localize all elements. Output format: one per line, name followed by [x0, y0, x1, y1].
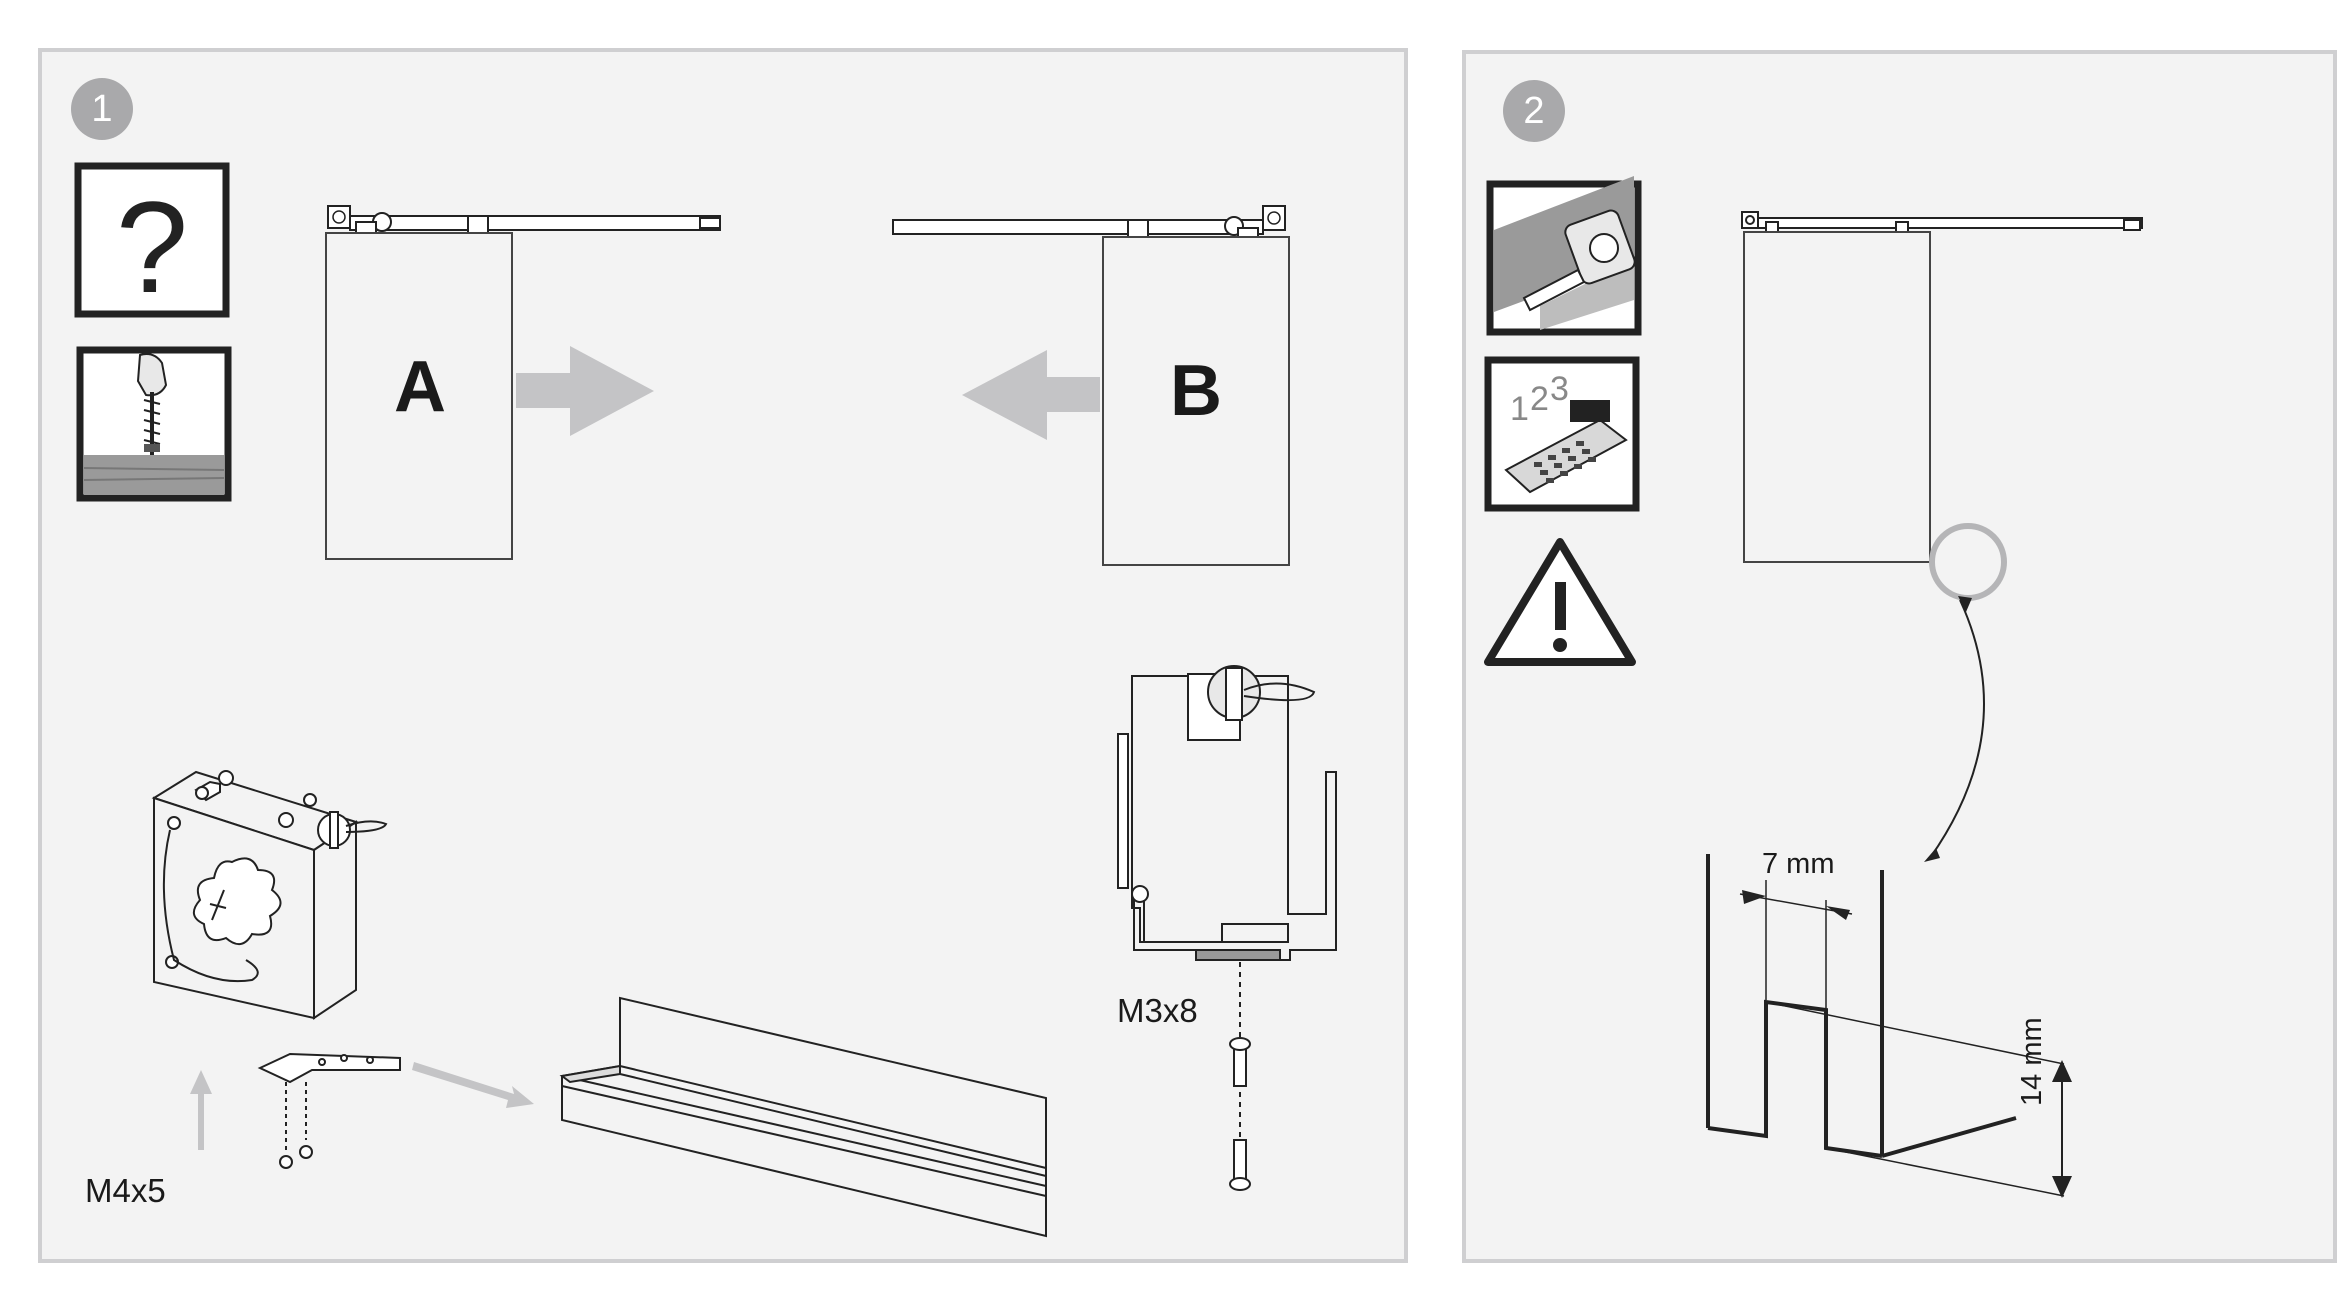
question-icon: ? [74, 162, 230, 320]
arrow-up-icon [190, 1070, 212, 1150]
track-rail-drawing [559, 996, 1047, 1238]
arrow-diagonal-icon [412, 1062, 534, 1108]
door-a-drawing [325, 205, 721, 560]
svg-text:1: 1 [1510, 390, 1529, 428]
door-b-drawing [892, 205, 1290, 566]
height-dimension-label: 14 mm [2016, 1017, 2048, 1106]
carriage-side-section [1117, 665, 1337, 1191]
floor-guide-detail [1706, 854, 2072, 1198]
roller-carriage-drawing [151, 770, 388, 1020]
screw-large-label: M3x8 [1117, 992, 1198, 1029]
door-b-label: B [1170, 351, 1222, 431]
screw-small-label: M4x5 [85, 1172, 166, 1209]
warning-icon [1484, 538, 1636, 666]
gap-dimension-label: 7 mm [1762, 848, 1835, 880]
step-2-badge: 2 [1503, 80, 1565, 142]
svg-text:?: ? [116, 174, 188, 320]
svg-text:3: 3 [1550, 370, 1569, 408]
svg-text:2: 2 [1530, 380, 1549, 418]
mounting-bracket-drawing [257, 1052, 401, 1169]
door-a-label: A [394, 347, 446, 427]
arrow-left-icon [962, 350, 1100, 440]
tape-measure-icon [1486, 176, 1642, 336]
door-overview-drawing [1741, 211, 2143, 563]
detail-highlight-circle [1929, 523, 2007, 601]
calculator-icon: 1 2 3 [1484, 356, 1640, 512]
detail-connector-arrow [1929, 599, 1985, 859]
arrow-right-icon [516, 346, 654, 436]
step-1-badge: 1 [71, 78, 133, 140]
drill-screw-icon [76, 346, 232, 502]
